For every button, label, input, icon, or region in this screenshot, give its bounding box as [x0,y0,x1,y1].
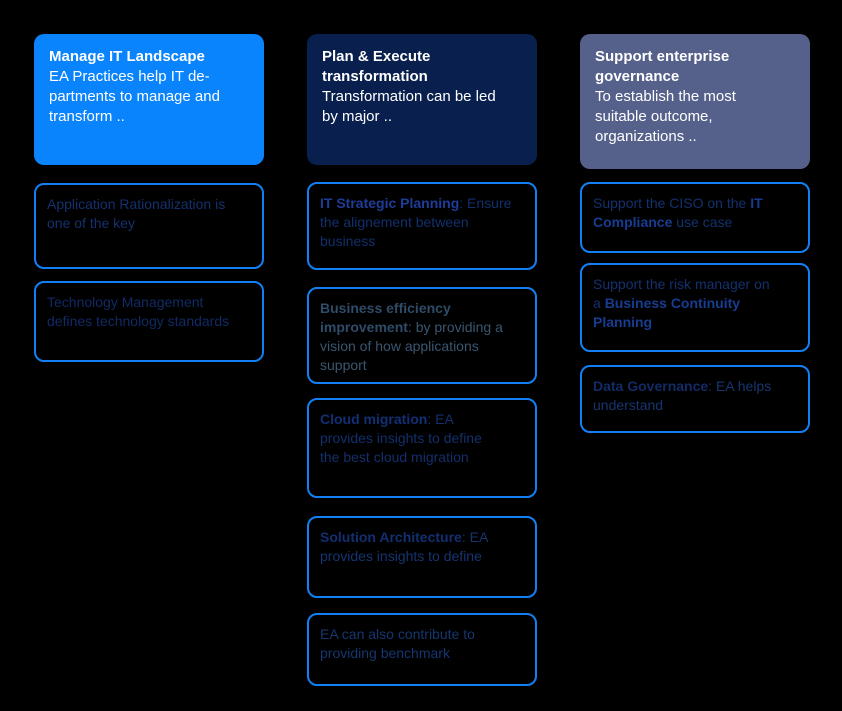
card-text: EA can also contribute to providing benc… [320,626,475,661]
card-text-bold: Data Governance [593,378,709,394]
header-title: Manage IT Landscape [49,48,205,65]
card-text: Support the risk manager on a [593,276,770,311]
use-case-card: Data Governance: EA helps understand [580,365,810,433]
header-body: Transformation can be led by major .. [322,88,496,125]
header-title: Support enterprise governance [595,48,730,85]
use-case-card: Business efficiency improvement: by prov… [307,287,537,384]
card-text: : EA provides insights to define the bes… [320,411,482,465]
card-text-bold: IT Strategic Planning [320,195,460,211]
card-text: : EA provides insights to define [320,529,489,564]
card-text-bold: IT Compliance [593,195,763,230]
column-plan-execute-transformation: Plan & Execute transformation Transforma… [307,34,537,686]
use-case-card: Cloud migration: EA provides insights to… [307,398,537,498]
use-case-card: Support the CISO on the IT Compliance us… [580,182,810,253]
use-case-card: Technology Management defines technology… [34,281,264,362]
card-text: Application Rationalization is one of th… [47,196,226,231]
card-text: : by providing a vision of how applicati… [320,319,503,373]
header-body: EA Practices help IT de- partments to ma… [49,68,220,125]
header-card-manage-it-landscape: Manage IT Landscape EA Practices help IT… [34,34,264,165]
use-case-card: Solution Architecture: EA provides insig… [307,516,537,598]
use-case-card: Support the risk manager on a Business C… [580,263,810,352]
use-case-card: Application Rationalization is one of th… [34,183,264,269]
card-text-bold: Cloud migration [320,411,428,427]
use-case-card: IT Strategic Planning: Ensure the aligne… [307,182,537,270]
card-text-bold: Business efficiency improvement [320,300,451,335]
card-text: : EA helps understand [593,378,772,413]
header-card-support-enterprise-governance: Support enterprise governance To establi… [580,34,810,169]
header-title: Plan & Execute transformation [322,48,431,85]
column-manage-it-landscape: Manage IT Landscape EA Practices help IT… [34,34,264,362]
use-case-card: EA can also contribute to providing benc… [307,613,537,686]
card-text: use case [672,214,733,230]
card-text-bold: Business Continuity Planning [593,295,741,330]
card-text-bold: Solution Architecture [320,529,462,545]
card-text: Technology Management defines technology… [47,294,230,329]
card-text: Support the CISO on the [593,195,751,211]
header-body: To establish the most suitable outcome, … [595,88,736,145]
column-support-enterprise-governance: Support enterprise governance To establi… [580,34,810,433]
header-card-plan-execute-transformation: Plan & Execute transformation Transforma… [307,34,537,165]
card-text: : Ensure the alignement between business [320,195,512,249]
